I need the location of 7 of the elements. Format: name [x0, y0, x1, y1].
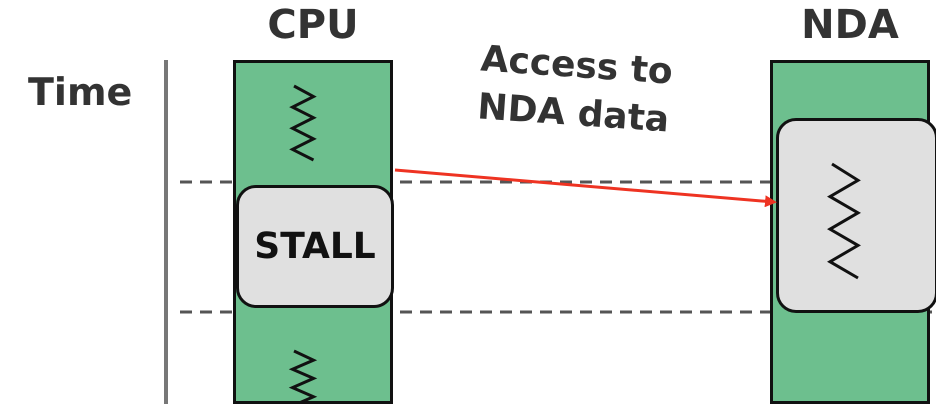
column-heading: CPU	[266, 1, 360, 50]
arrow	[394, 168, 777, 208]
edge-label: Access to NDA data	[475, 37, 676, 143]
task-box	[776, 118, 936, 313]
column-heading: NDA	[800, 1, 900, 50]
stall-box: STALL	[236, 185, 394, 308]
axis-label: Time	[28, 70, 132, 114]
